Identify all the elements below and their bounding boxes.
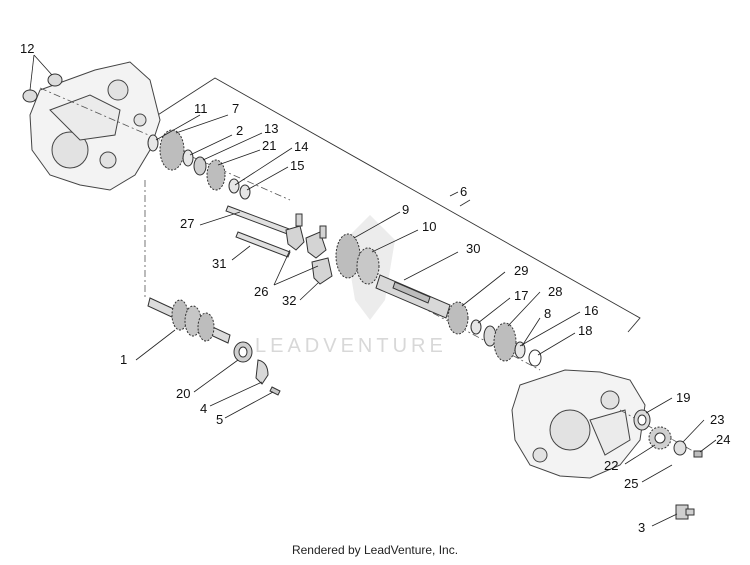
callout-22: 22 bbox=[604, 458, 618, 473]
callout-32: 32 bbox=[282, 293, 296, 308]
bushing-part-12 bbox=[22, 73, 63, 103]
callout-7: 7 bbox=[232, 101, 239, 116]
callout-19: 19 bbox=[676, 390, 690, 405]
output-sprocket-parts bbox=[633, 409, 703, 458]
callout-29: 29 bbox=[514, 263, 528, 278]
bearing-and-clip bbox=[233, 341, 281, 396]
main-shaft-assembly bbox=[147, 297, 231, 344]
callout-10: 10 bbox=[422, 219, 436, 234]
callout-17: 17 bbox=[514, 288, 528, 303]
callout-15: 15 bbox=[290, 158, 304, 173]
callout-31: 31 bbox=[212, 256, 226, 271]
callout-26: 26 bbox=[254, 284, 268, 299]
callout-6: 6 bbox=[460, 184, 467, 199]
callout-1: 1 bbox=[120, 352, 127, 367]
lower-right-gears bbox=[447, 301, 542, 367]
callout-23: 23 bbox=[710, 412, 724, 427]
callout-2: 2 bbox=[236, 123, 243, 138]
callout-20: 20 bbox=[176, 386, 190, 401]
shift-forks bbox=[285, 213, 333, 285]
callout-14: 14 bbox=[294, 139, 308, 154]
footer-credit: Rendered by LeadVenture, Inc. bbox=[291, 543, 459, 557]
callout-24: 24 bbox=[716, 432, 730, 447]
bolt-part-3 bbox=[675, 504, 695, 520]
left-crankcase bbox=[29, 61, 161, 191]
callout-25: 25 bbox=[624, 476, 638, 491]
callout-18: 18 bbox=[578, 323, 592, 338]
upper-gear-stack bbox=[147, 129, 251, 200]
right-crankcase bbox=[511, 369, 646, 479]
assembly-bracket bbox=[149, 77, 641, 333]
leader-lines bbox=[29, 54, 717, 527]
callout-13: 13 bbox=[264, 121, 278, 136]
countershaft bbox=[375, 274, 451, 319]
callout-21: 21 bbox=[262, 138, 276, 153]
callout-30: 30 bbox=[466, 241, 480, 256]
callout-4: 4 bbox=[200, 401, 207, 416]
middle-gears bbox=[335, 233, 380, 285]
callout-8: 8 bbox=[544, 306, 551, 321]
callout-16: 16 bbox=[584, 303, 598, 318]
callout-9: 9 bbox=[402, 202, 409, 217]
callout-12: 12 bbox=[20, 41, 34, 56]
callout-labels: 12 11 7 2 13 21 14 15 6 9 10 30 29 17 28… bbox=[20, 41, 730, 535]
callout-11: 11 bbox=[194, 101, 208, 116]
watermark-text: LEADVENTURE bbox=[255, 335, 447, 357]
callout-3: 3 bbox=[638, 520, 645, 535]
callout-5: 5 bbox=[216, 412, 223, 427]
callout-28: 28 bbox=[548, 284, 562, 299]
callout-27: 27 bbox=[180, 216, 194, 231]
